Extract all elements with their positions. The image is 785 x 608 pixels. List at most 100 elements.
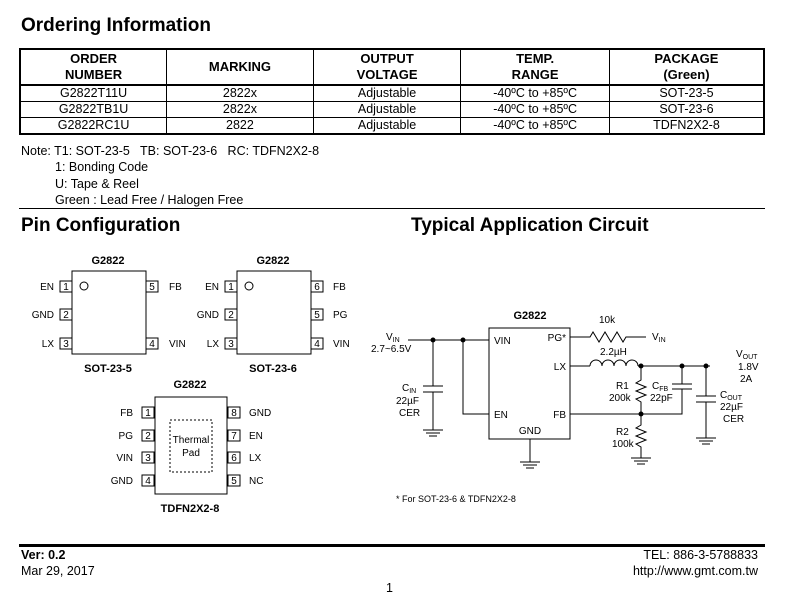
table-cell: G2822T11U: [19, 84, 168, 102]
tdfn-pin-lx: LX: [249, 453, 262, 464]
sot236-pin-gnd: GND: [197, 310, 219, 321]
table-cell: -40ºC to +85ºC: [460, 117, 610, 135]
col-temp-range: TEMP.RANGE: [460, 48, 610, 86]
section-divider: [19, 208, 765, 209]
sot236-pin-vin: VIN: [333, 339, 350, 350]
cin-label: CIN: [402, 383, 416, 395]
vout-label: VOUT: [736, 349, 758, 361]
cfb-value: 22pF: [650, 393, 673, 404]
svg-text:3: 3: [145, 453, 151, 464]
table-cell: G2822RC1U: [19, 117, 168, 135]
note-line-tape: U: Tape & Reel: [55, 177, 139, 191]
vout-value: 1.8V: [738, 362, 759, 373]
sot-23-5-package: G2822 1 EN 2 GND 3 LX 5 FB 4 VIN SOT-23-…: [32, 255, 186, 375]
r1-value: 200k: [609, 393, 632, 404]
svg-text:1: 1: [63, 282, 69, 293]
table-cell: G2822TB1U: [19, 101, 168, 118]
svg-text:5: 5: [231, 476, 237, 487]
table-row: G2822RC1U 2822 Adjustable -40ºC to +85ºC…: [19, 117, 765, 135]
table-cell: Adjustable: [312, 84, 462, 102]
circuit-pin-lx: LX: [554, 362, 567, 373]
svg-text:4: 4: [314, 339, 320, 350]
page-number: 1: [386, 581, 393, 595]
note-line-green: Green : Lead Free / Halogen Free: [55, 193, 244, 207]
sot-23-6-package: G2822 1 EN 2 GND 3 LX 6 FB 5 PG 4 VIN SO…: [197, 255, 350, 375]
cout-label: COUT: [720, 390, 743, 402]
sot236-pin-fb: FB: [333, 282, 346, 293]
table-cell: 2822: [166, 117, 314, 135]
r1-label: R1: [616, 381, 629, 392]
pin-config-title: Pin Configuration: [21, 215, 181, 236]
circuit-title: Typical Application Circuit: [411, 215, 649, 236]
svg-text:8: 8: [231, 408, 237, 419]
circuit-pin-en: EN: [494, 410, 508, 421]
vin-out-label: VIN: [652, 332, 666, 344]
telephone: TEL: 886-3-5788833: [643, 548, 758, 562]
tdfn-pin-vin: VIN: [116, 453, 133, 464]
ordering-title: Ordering Information: [21, 15, 211, 36]
inductor-value: 2.2µH: [600, 347, 627, 358]
sot235-pin-vin: VIN: [169, 339, 186, 350]
sot236-pin-pg: PG: [333, 310, 348, 321]
svg-text:Pad: Pad: [182, 448, 200, 459]
vin-range: 2.7~6.5V: [371, 344, 412, 355]
sot235-body: [71, 270, 147, 355]
tdfn-pin-nc: NC: [249, 476, 263, 487]
pin-config-diagrams: G2822 1 EN 2 GND 3 LX 5 FB 4 VIN SOT-23-…: [32, 255, 350, 515]
circuit-pin-pg: PG*: [548, 333, 566, 344]
svg-text:4: 4: [145, 476, 151, 487]
table-cell: Adjustable: [312, 101, 462, 118]
sot235-pin-en: EN: [40, 282, 54, 293]
table-cell: SOT-23-5: [608, 84, 765, 102]
footer-divider: [19, 544, 765, 547]
svg-text:2: 2: [228, 310, 234, 321]
svg-text:2: 2: [145, 431, 151, 442]
cout-value: 22µF: [720, 402, 743, 413]
sot235-pin-fb: FB: [169, 282, 182, 293]
pin1-marker-icon: [79, 281, 89, 291]
svg-text:1: 1: [145, 408, 151, 419]
svg-text:5: 5: [314, 310, 320, 321]
table-cell: -40ºC to +85ºC: [460, 101, 610, 118]
col-marking: MARKING: [166, 48, 314, 86]
tdfn-pin-fb: FB: [120, 408, 133, 419]
vin-label: VIN: [386, 332, 400, 344]
date: Mar 29, 2017: [21, 564, 95, 578]
r-pg-value: 10k: [599, 315, 616, 326]
r2-value: 100k: [612, 439, 635, 450]
tdfn-pin-en: EN: [249, 431, 263, 442]
svg-text:7: 7: [231, 431, 237, 442]
cin-type: CER: [399, 408, 420, 419]
table-cell: Adjustable: [312, 117, 462, 135]
svg-text:5: 5: [149, 282, 155, 293]
svg-text:2: 2: [63, 310, 69, 321]
sot236-pin-lx: LX: [207, 339, 220, 350]
circuit-pin-fb: FB: [553, 410, 566, 421]
tdfn-pin-gnd: GND: [111, 476, 133, 487]
circuit-pin-vin: VIN: [494, 336, 511, 347]
svg-text:6: 6: [314, 282, 320, 293]
cin-value: 22µF: [396, 396, 419, 407]
circuit-footnote: * For SOT-23-6 & TDFN2X2-8: [396, 494, 516, 504]
svg-text:4: 4: [149, 339, 155, 350]
sot236-chip-label: G2822: [256, 255, 289, 267]
circuit-chip-label: G2822: [513, 310, 546, 322]
circuit-pin-gnd: GND: [519, 426, 541, 437]
pin1-marker-icon: [244, 281, 254, 291]
svg-text:Thermal: Thermal: [173, 435, 210, 446]
svg-text:1: 1: [228, 282, 234, 293]
tdfn-chip-label: G2822: [173, 379, 206, 391]
note-line-bonding: 1: Bonding Code: [55, 160, 149, 174]
tdfn2x2-8-package: G2822 Thermal Pad 1 FB 2 PG 3 VIN 4 GND …: [111, 379, 271, 515]
note-line-packages: Note: T1: SOT-23-5 TB: SOT-23-6 RC: TDFN…: [21, 144, 320, 158]
table-cell: TDFN2X2-8: [608, 117, 765, 135]
sot236-body: [236, 270, 312, 355]
sot235-pin-lx: LX: [42, 339, 55, 350]
table-cell: SOT-23-6: [608, 101, 765, 118]
table-row: G2822T11U 2822x Adjustable -40ºC to +85º…: [19, 84, 765, 102]
cfb-label: CFB: [652, 381, 669, 393]
table-cell: -40ºC to +85ºC: [460, 84, 610, 102]
svg-text:3: 3: [63, 339, 69, 350]
